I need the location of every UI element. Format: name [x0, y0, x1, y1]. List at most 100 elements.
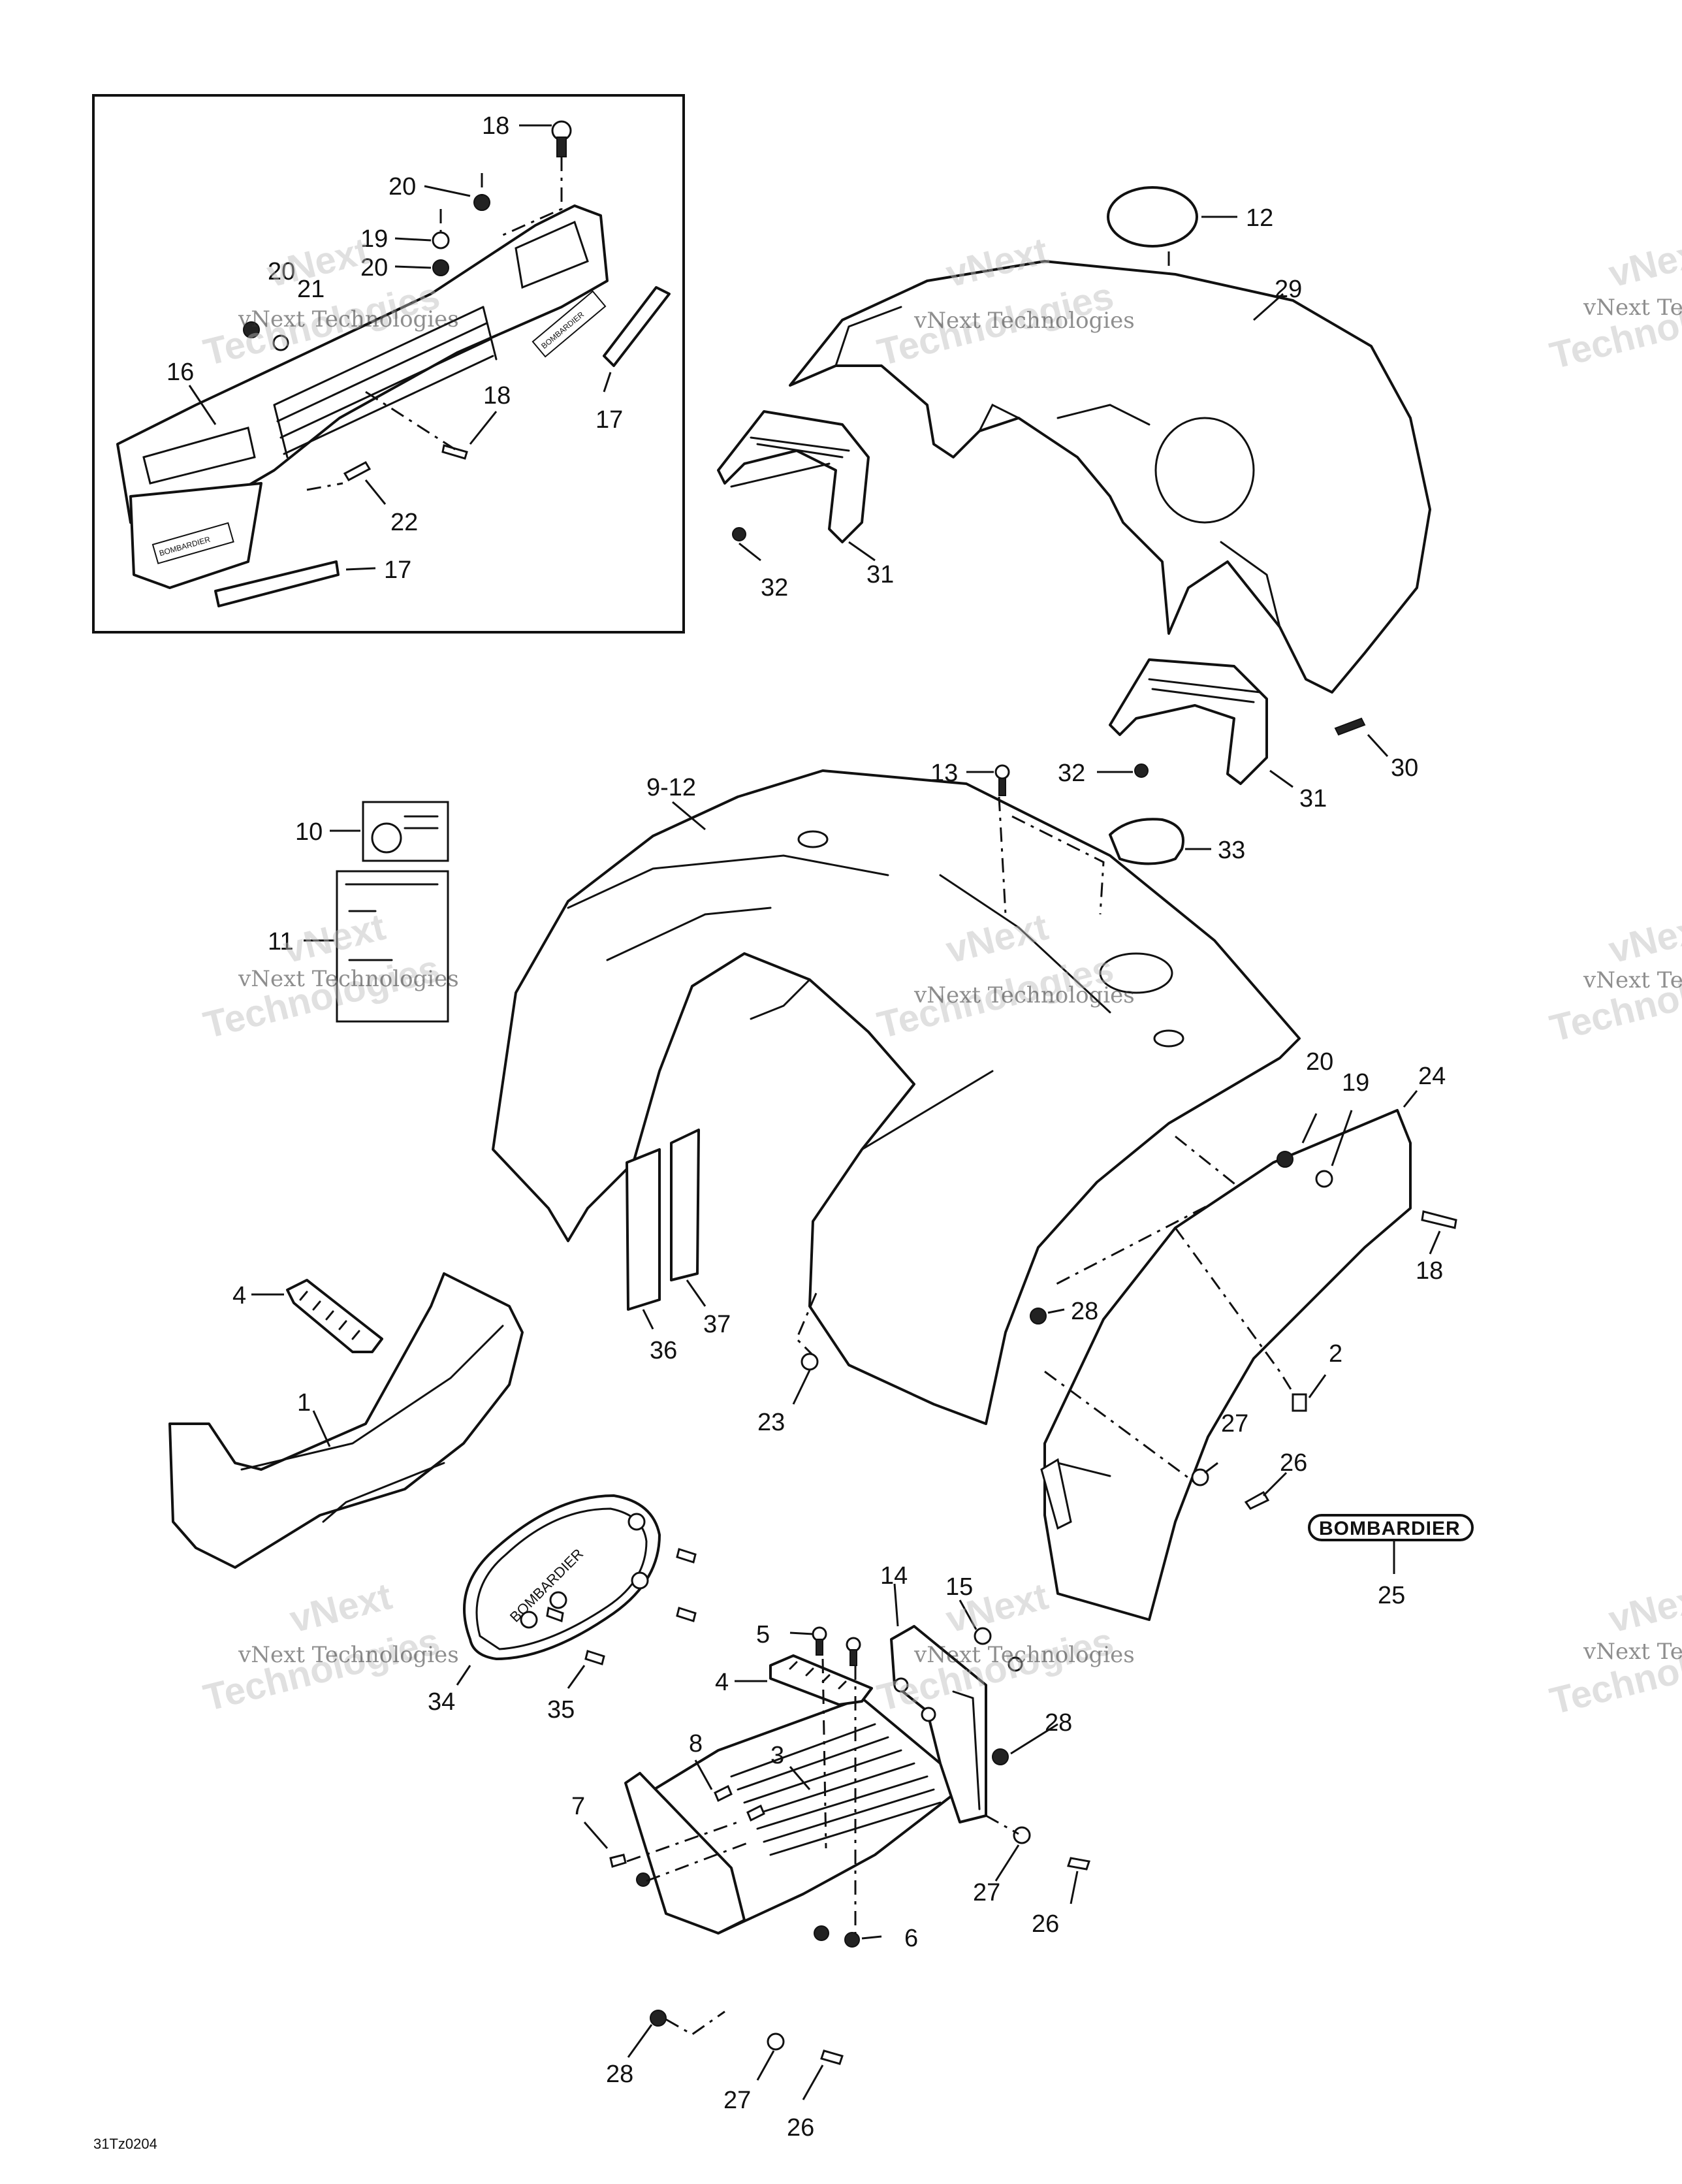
- inset-hardware: [243, 120, 572, 481]
- callout-15: 15: [945, 1573, 973, 1601]
- part-6-nut-b: [844, 1932, 860, 1948]
- callout-30: 30: [1391, 754, 1418, 782]
- callout-36: 36: [650, 1337, 677, 1364]
- part-20-nut-b: [432, 259, 449, 276]
- grille-left-vent: [142, 426, 256, 485]
- part-13-screw: [994, 764, 1010, 780]
- callout-13: 13: [930, 760, 958, 787]
- part-15-nut: [974, 1627, 992, 1645]
- part-26-screw-bottom: [820, 2049, 844, 2065]
- fender-extension: BOMBARDIER: [1030, 1090, 1474, 1621]
- part-28-nut-bottom: [650, 2010, 667, 2027]
- callout-20-inset-c: 20: [268, 258, 295, 285]
- callout-18-inset-top: 18: [482, 112, 509, 140]
- part-17-trim-bottom: [214, 560, 340, 607]
- callout-31-left: 31: [866, 561, 894, 588]
- watermark-2-b: vNext Technologies: [913, 308, 1135, 334]
- part-35-screw-b: [676, 1607, 697, 1622]
- part-20-nut-right: [1277, 1151, 1293, 1168]
- footrest-assembly: [583, 1583, 1090, 2100]
- callout-16: 16: [167, 359, 194, 386]
- callout-11: 11: [268, 928, 293, 956]
- callout-18-inset-mid: 18: [483, 382, 511, 410]
- part-37-strip: [670, 1129, 700, 1281]
- callout-26-bottom: 26: [787, 2114, 814, 2142]
- part-27-washer-fender: [1191, 1468, 1209, 1486]
- part-35-screw-d: [546, 1606, 564, 1623]
- callout-27-bottom: 27: [723, 2087, 751, 2114]
- callout-19-right: 19: [1342, 1069, 1369, 1097]
- part-28-nut-fender: [1030, 1308, 1047, 1325]
- callout-21: 21: [297, 276, 325, 303]
- fender-front-vent: [1099, 952, 1173, 994]
- callout-14: 14: [880, 1562, 908, 1590]
- left-footwell: [168, 1272, 524, 1569]
- watermark-5-c: vNext: [285, 1575, 396, 1641]
- callout-18-right: 18: [1416, 1257, 1443, 1285]
- part-31-bracket-right: [1109, 658, 1268, 785]
- callout-3: 3: [770, 1742, 784, 1769]
- inset-grille-assembly: BOMBARDIER BOMBARDIER: [92, 94, 685, 634]
- part-25-badge: BOMBARDIER: [1308, 1514, 1474, 1541]
- part-32-nut-left: [732, 527, 746, 541]
- grille-badge-right: [532, 290, 607, 358]
- part-4-footpeg-left: [286, 1279, 383, 1353]
- callout-2: 2: [1329, 1340, 1342, 1368]
- callout-25: 25: [1378, 1582, 1405, 1609]
- part-2-rivet: [1292, 1393, 1307, 1412]
- callout-31-right: 31: [1299, 785, 1327, 812]
- part-28-nut-right: [992, 1748, 1009, 1765]
- callout-5: 5: [756, 1621, 770, 1648]
- watermark-7-c: vNext: [1604, 229, 1682, 295]
- watermark-5-b: vNext Technologies: [238, 1642, 459, 1668]
- part-20-nut-a: [473, 194, 490, 211]
- callout-17-inset-bottom: 17: [384, 556, 411, 584]
- callout-26-right: 26: [1280, 1449, 1307, 1477]
- part-26-screw-right: [1067, 1857, 1090, 1871]
- part-8-screw-a: [714, 1784, 733, 1803]
- callout-28-middle: 28: [1071, 1298, 1098, 1325]
- rear-fender-assembly: [717, 186, 1431, 788]
- part-35-screw-c: [584, 1650, 605, 1665]
- part-24-fender-extension: [1043, 1109, 1412, 1621]
- callout-labels: 18 20 19 20 20 21 16 18 17 22 17 12 29 3…: [167, 112, 1446, 2142]
- part-21-clip: [272, 334, 289, 351]
- part-31-bracket-left: [717, 410, 870, 543]
- callout-6: 6: [904, 1925, 918, 1952]
- part-4-footpeg-right: [769, 1654, 873, 1706]
- part-7-screw: [609, 1854, 627, 1868]
- part-27-washer-right: [1013, 1826, 1031, 1844]
- grille-badge-bottom: [151, 522, 234, 564]
- callout-7: 7: [571, 1793, 585, 1820]
- callout-28-bottom: 28: [606, 2061, 633, 2088]
- callout-10: 10: [295, 818, 323, 846]
- watermark-9-c: vNext: [1604, 1575, 1682, 1641]
- watermark-6-b: vNext Technologies: [913, 1642, 1135, 1668]
- grille-slats: [273, 306, 498, 458]
- callout-35: 35: [547, 1696, 575, 1724]
- callout-4-right: 4: [715, 1669, 729, 1696]
- watermark-1-b: vNext Technologies: [238, 306, 459, 332]
- badge-25-text: BOMBARDIER: [1319, 1518, 1461, 1539]
- part-27-washer-bottom: [767, 2032, 785, 2051]
- callout-1: 1: [297, 1389, 311, 1417]
- callout-33: 33: [1218, 837, 1245, 864]
- part-36-strip: [626, 1148, 661, 1311]
- part-26-screw-fender: [1244, 1490, 1270, 1510]
- callout-20-inset-b: 20: [360, 254, 388, 281]
- watermark-4-b: vNext Technologies: [913, 982, 1135, 1008]
- part-22-screw: [343, 461, 372, 481]
- part-19-washer: [432, 231, 450, 249]
- part-9-12-front-fender: [492, 769, 1301, 1425]
- fender-29-pod: [1154, 417, 1255, 524]
- part-12-cap: [1107, 186, 1198, 248]
- callout-32-right: 32: [1058, 760, 1085, 787]
- callout-22: 22: [390, 509, 418, 536]
- part-18-screw-mid: [441, 444, 468, 460]
- part-11-decal: [336, 870, 449, 1023]
- footrest-right-guard: [890, 1625, 987, 1823]
- drawing-id: 31Tz0204: [93, 2136, 157, 2152]
- label-decals: [304, 801, 449, 1023]
- badge-plate-assembly: BOMBARDIER: [456, 1494, 697, 1689]
